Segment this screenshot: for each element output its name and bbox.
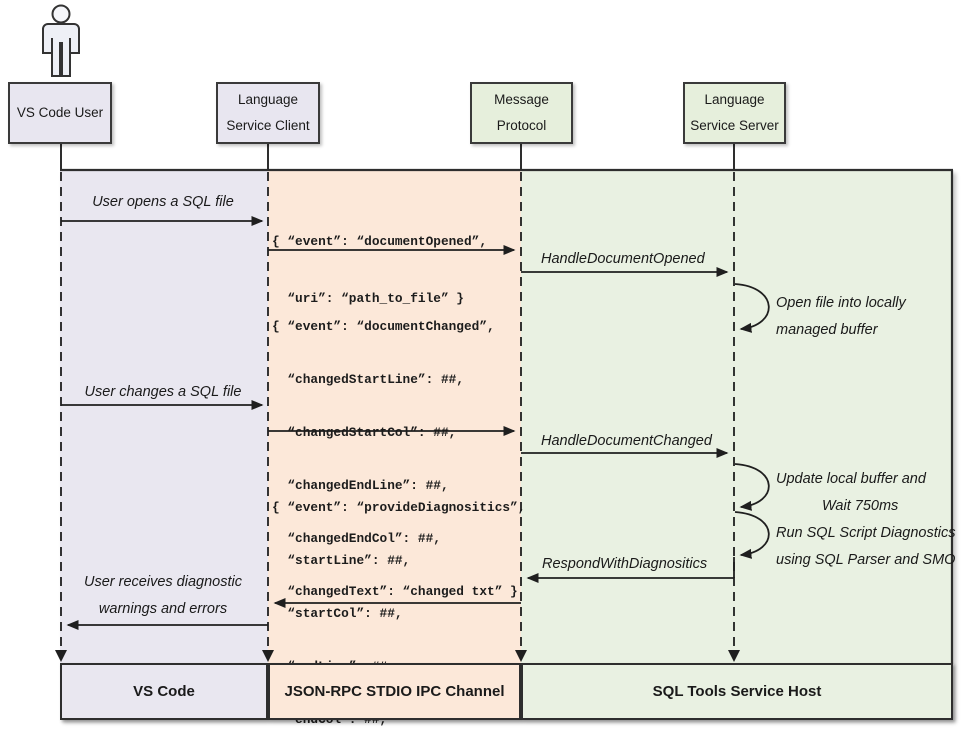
self-loop-update-buffer xyxy=(734,463,770,511)
note-run-line1: Run SQL Script Diagnostics xyxy=(776,525,956,541)
participant-label: Protocol xyxy=(496,118,547,133)
label-handle-document-changed: HandleDocumentChanged xyxy=(541,433,712,449)
participant-label: VS Code User xyxy=(16,105,104,120)
self-loop-open-file xyxy=(734,283,770,333)
footer-ipc-channel-label: JSON-RPC STDIO IPC Channel xyxy=(284,683,505,700)
label-user-opens: User opens a SQL file xyxy=(92,194,234,210)
lane-ipc-channel xyxy=(268,171,521,663)
footer-ipc-channel: JSON-RPC STDIO IPC Channel xyxy=(268,663,521,720)
footer-tools-host-label: SQL Tools Service Host xyxy=(652,683,822,700)
note-update-line1: Update local buffer and xyxy=(776,471,926,487)
footer-tools-host: SQL Tools Service Host xyxy=(521,663,953,720)
participant-label: Language xyxy=(704,92,765,107)
note-run-line2: using SQL Parser and SMO xyxy=(776,552,956,568)
participant-message-protocol: Message Protocol xyxy=(470,82,573,144)
note-update-line2: Wait 750ms xyxy=(822,498,899,514)
participant-language-service-server: Language Service Server xyxy=(683,82,786,144)
note-open-file-line2: managed buffer xyxy=(776,322,878,338)
participant-label: Message xyxy=(494,92,549,107)
payload-document-opened: { “event”: “documentOpened”, “uri”: “pat… xyxy=(272,234,488,306)
participant-vscode-user: VS Code User xyxy=(8,82,112,144)
participant-label: Service Server xyxy=(690,118,779,133)
note-open-file-line1: Open file into locally xyxy=(776,295,906,311)
lane-vscode xyxy=(60,171,268,663)
self-loop-run-diagnostics xyxy=(734,511,770,559)
participant-label: Language xyxy=(237,92,299,107)
footer-vscode: VS Code xyxy=(60,663,268,720)
label-handle-document-opened: HandleDocumentOpened xyxy=(541,251,705,267)
payload-document-changed: { “event”: “documentChanged”, “changedSt… xyxy=(272,319,518,599)
footer-vscode-label: VS Code xyxy=(133,683,195,700)
participant-language-service-client: Language Service Client xyxy=(216,82,320,144)
label-respond-with-diagnostics: RespondWithDiagnositics xyxy=(542,556,708,572)
user-actor-icon xyxy=(42,4,80,77)
label-user-changes: User changes a SQL file xyxy=(84,384,242,400)
label-user-receives-line1: User receives diagnostic xyxy=(84,574,242,590)
participant-label: Service Client xyxy=(226,118,310,133)
lane-tools-host xyxy=(521,171,952,663)
label-user-receives-line2: warnings and errors xyxy=(98,601,228,617)
